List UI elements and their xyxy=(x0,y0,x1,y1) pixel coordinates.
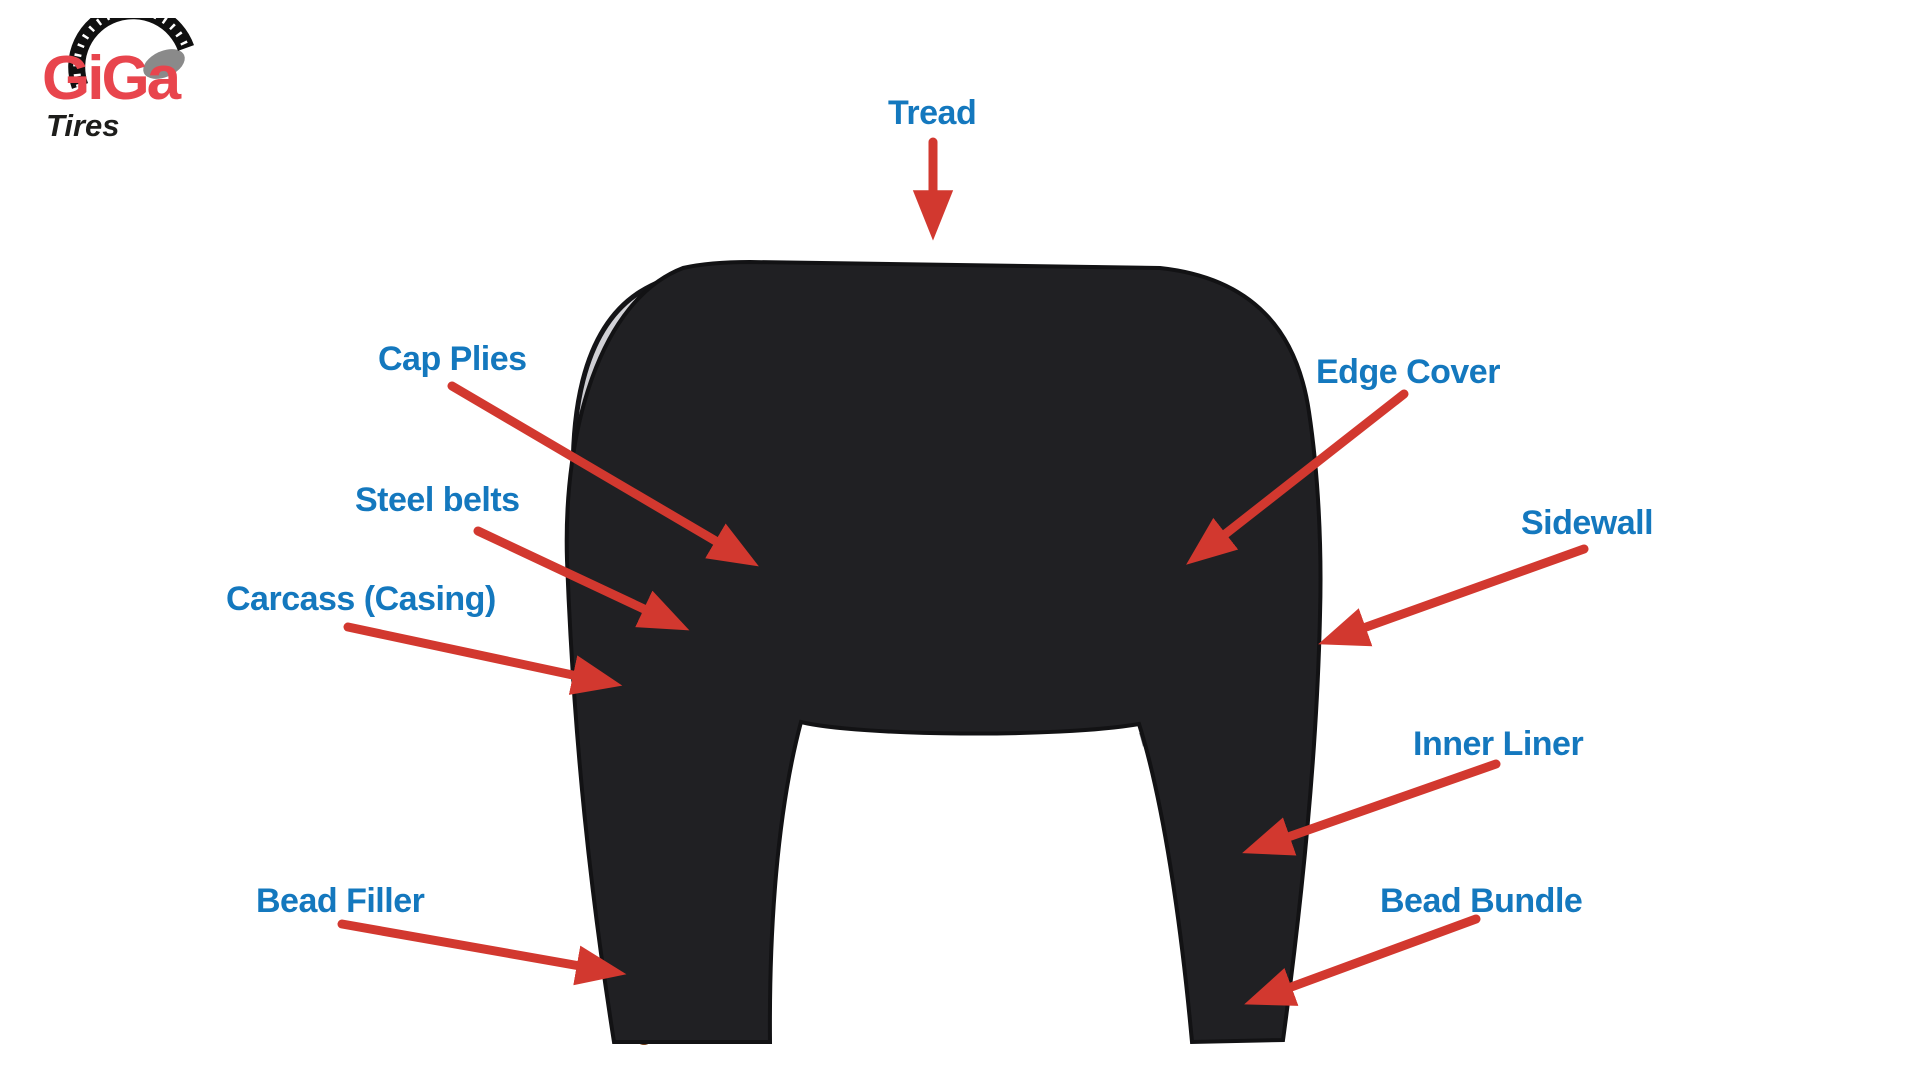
label-bead-bundle: Bead Bundle xyxy=(1380,882,1583,920)
logo-tire-arc-icon xyxy=(68,18,194,89)
arrow-steel-belts xyxy=(473,526,690,631)
arrow-inner-liner xyxy=(1242,759,1501,856)
label-sidewall: Sidewall xyxy=(1521,504,1654,542)
arrow-bead-filler xyxy=(337,919,627,986)
arrow-cap-plies xyxy=(447,381,759,567)
giga-tires-logo: GiGa Tires xyxy=(40,14,240,144)
label-tread: Tread xyxy=(888,94,977,132)
label-inner-liner: Inner Liner xyxy=(1413,725,1584,763)
arrow-edge-cover xyxy=(1186,389,1409,565)
annotation-arrows xyxy=(337,137,1589,1006)
label-carcass: Carcass (Casing) xyxy=(226,580,496,618)
label-bead-filler: Bead Filler xyxy=(256,882,425,920)
arrow-carcass xyxy=(343,622,623,695)
label-steel-belts: Steel belts xyxy=(355,481,520,519)
label-edge-cover: Edge Cover xyxy=(1316,353,1500,391)
arrow-sidewall xyxy=(1318,544,1589,647)
logo-brand-text: GiGa xyxy=(42,44,181,113)
arrow-bead-bundle xyxy=(1244,914,1481,1006)
logo-tagline-text: Tires xyxy=(46,108,120,143)
label-cap-plies: Cap Plies xyxy=(378,340,527,378)
arch-window xyxy=(771,724,1190,1042)
